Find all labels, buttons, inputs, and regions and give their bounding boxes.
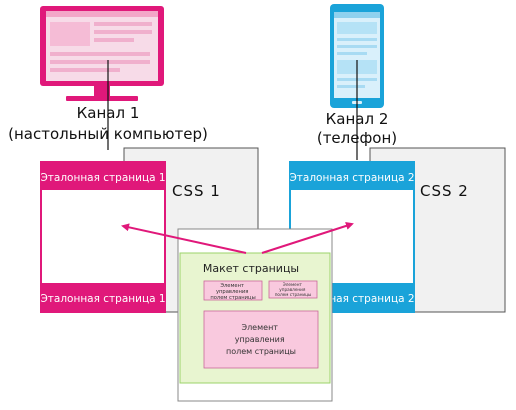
page-layout-box: Макет страницы Элемент управления полем …	[177, 228, 333, 402]
reference-page-1-header: Эталонная страница 1	[40, 172, 165, 184]
css1-label: CSS 1	[172, 182, 221, 200]
monitor-icon	[40, 6, 164, 101]
svg-text:Элемент управления: Элемент управления полем страницы	[210, 283, 255, 301]
field-control-2-line3: полем страницы	[275, 292, 312, 297]
field-control-3: Элемент управления полем страницы	[203, 310, 319, 369]
arrow-to-page-2	[261, 222, 354, 254]
svg-text:Элемент управления: Элемент управления полем страницы	[226, 323, 296, 356]
field-control-3-line1: Элемент	[241, 323, 278, 332]
page-layout-title: Макет страницы	[203, 262, 299, 275]
reference-page-2-header: Эталонная страница 2	[289, 172, 414, 184]
field-control-2-line1: Элемент	[283, 282, 303, 287]
reference-page-1: Эталонная страница 1 Эталонная страница …	[40, 161, 166, 313]
channel1-title: Канал 1	[77, 104, 140, 122]
arrow-to-page-1	[121, 223, 247, 254]
field-control-3-line2: управления	[235, 335, 285, 344]
field-control-3-line3: полем страницы	[226, 347, 296, 356]
field-control-1-line3: полем страницы	[210, 295, 255, 301]
channel2-title: Канал 2	[326, 110, 389, 128]
svg-text:Элемент управления: Элемент управления полем страницы	[275, 282, 312, 297]
field-control-1: Элемент управления полем страницы	[203, 280, 263, 301]
field-control-2: Элемент управления полем страницы	[268, 280, 318, 299]
css2-label: CSS 2	[420, 182, 469, 200]
field-control-2-line2: управления	[279, 287, 306, 292]
field-control-1-line1: Элемент	[220, 283, 244, 289]
channel1-subtitle: (настольный компьютер)	[8, 125, 208, 143]
reference-page-1-footer: Эталонная страница 1	[40, 293, 165, 305]
field-control-1-line2: управления	[216, 289, 248, 295]
channel2-subtitle: (телефон)	[317, 129, 397, 147]
